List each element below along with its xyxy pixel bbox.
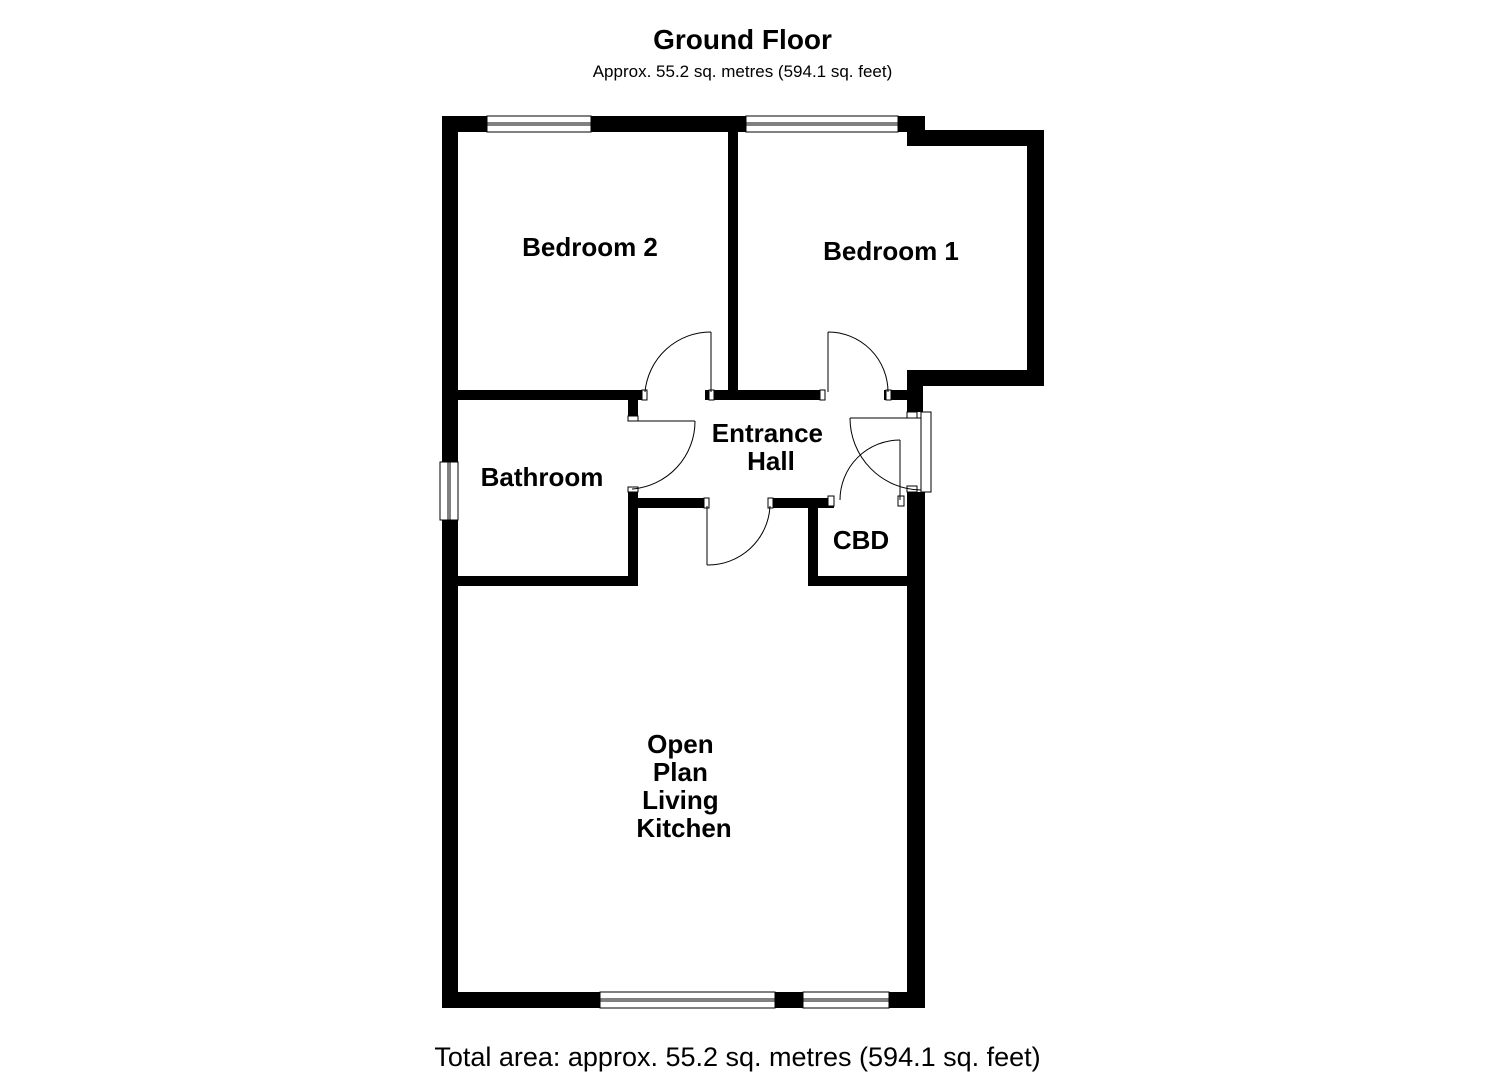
wall-east-lower xyxy=(907,492,925,1008)
living-kitchen-line: Kitchen xyxy=(636,813,731,843)
window-living-b xyxy=(802,991,890,1009)
room-label-living-kitchen: Open Plan Living Kitchen xyxy=(636,729,731,843)
living-kitchen-line: Plan xyxy=(653,757,708,787)
wall-cbd-south xyxy=(808,576,925,586)
wall-east-bedroom1 xyxy=(1027,130,1044,386)
floor-area-subtitle: Approx. 55.2 sq. metres (594.1 sq. feet) xyxy=(592,62,893,81)
wall-bathroom-east-bottom xyxy=(628,492,638,586)
wall-bathroom-east-top xyxy=(628,390,638,416)
wall-west xyxy=(442,116,458,1008)
floor-title: Ground Floor xyxy=(653,24,832,55)
room-label-entrance-hall: Entrance Hall xyxy=(712,418,831,476)
living-kitchen-line: Open xyxy=(647,729,713,759)
door-bedroom2 xyxy=(641,331,715,401)
room-label-bedroom1: Bedroom 1 xyxy=(823,236,959,266)
living-kitchen-line: Living xyxy=(642,785,719,815)
door-living xyxy=(703,497,774,566)
wall-bathroom-south xyxy=(442,576,638,586)
wall-hall-south-b xyxy=(770,498,820,508)
room-label-bathroom: Bathroom xyxy=(481,462,604,492)
wall-cbd-west xyxy=(808,498,818,586)
room-label-cbd: CBD xyxy=(833,525,889,555)
interior-walls xyxy=(442,116,925,586)
total-area-caption: Total area: approx. 55.2 sq. metres (594… xyxy=(434,1042,1041,1072)
wall-bedroom1-south-a xyxy=(728,390,820,400)
wall-bedroom2-south-a xyxy=(442,390,642,400)
window-bedroom2 xyxy=(486,115,592,133)
wall-north-bedroom1 xyxy=(907,130,1044,146)
wall-bedrooms-divider xyxy=(728,116,738,397)
wall-south-bedroom1 xyxy=(907,370,1044,386)
room-label-bedroom2: Bedroom 2 xyxy=(522,232,658,262)
wall-east-upper xyxy=(907,370,923,412)
door-cbd xyxy=(827,439,905,507)
door-front xyxy=(849,411,932,493)
wall-cbd-north xyxy=(818,498,834,508)
wall-bedroom2-south-b xyxy=(705,390,738,400)
door-bedroom1 xyxy=(819,331,892,401)
windows xyxy=(439,115,899,1009)
wall-hall-south-a xyxy=(628,498,704,508)
window-bathroom xyxy=(439,461,459,521)
window-bedroom1 xyxy=(745,115,899,133)
door-bathroom xyxy=(627,415,696,493)
entrance-hall-line: Hall xyxy=(747,446,795,476)
wall-bedroom1-south-b xyxy=(884,390,912,400)
entrance-hall-line: Entrance xyxy=(712,418,823,448)
window-living-a xyxy=(599,991,776,1009)
doors xyxy=(627,331,932,566)
